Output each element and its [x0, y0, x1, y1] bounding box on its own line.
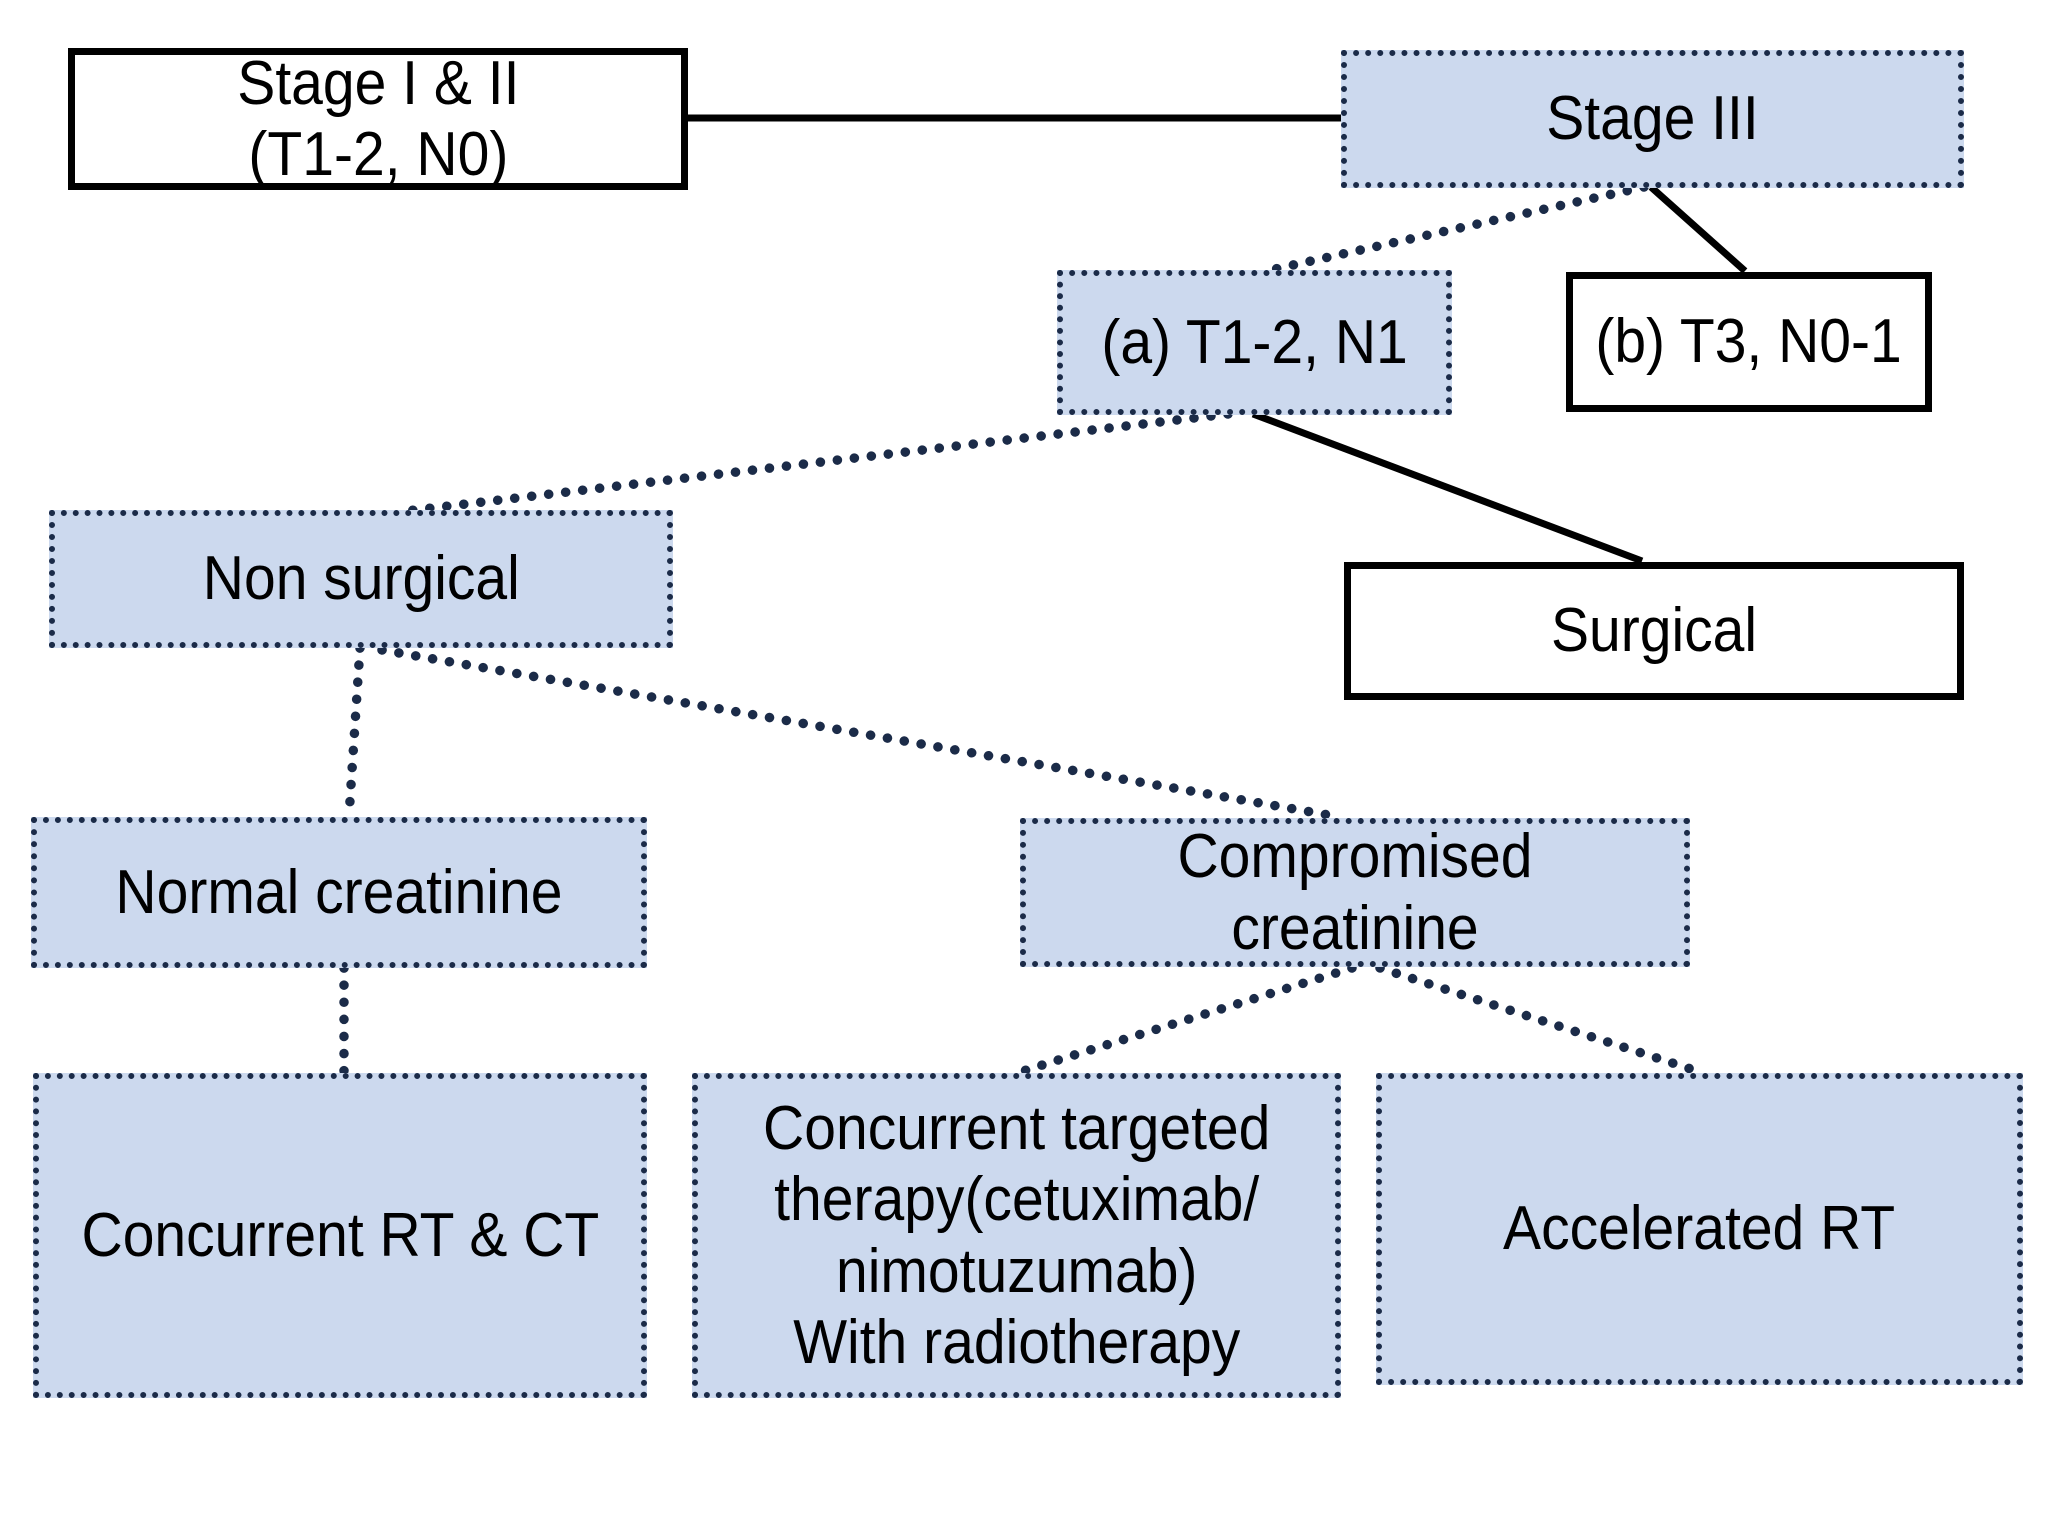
node-label: Surgical — [1550, 596, 1758, 666]
node-label: Compromised creatinine — [1177, 822, 1533, 963]
edge-stage3-to-b-t3-n01 — [1648, 184, 1748, 274]
edge-compromised-to-accelerated-rt — [1375, 963, 1705, 1077]
node-a-t1-2-n1: (a) T1-2, N1 — [1057, 270, 1452, 415]
node-surgical: Surgical — [1344, 562, 1964, 700]
node-label: Concurrent RT & CT — [81, 1200, 599, 1270]
node-label: Stage III — [1546, 84, 1759, 154]
edge-a-to-non-surgical — [393, 409, 1233, 517]
node-label: Stage I & II (T1-2, N0) — [236, 48, 520, 189]
node-concurrent-rt-ct: Concurrent RT & CT — [33, 1073, 647, 1398]
edge-non-surgical-to-normal — [344, 643, 365, 821]
node-label: (b) T3, N0-1 — [1595, 307, 1903, 377]
node-b-t3-n0-1: (b) T3, N0-1 — [1566, 272, 1932, 412]
edge-a-to-surgical — [1251, 410, 1644, 565]
node-label: Normal creatinine — [115, 857, 563, 927]
node-label: Non surgical — [202, 544, 520, 614]
edge-compromised-to-targeted-therapy — [1015, 963, 1357, 1077]
node-label: (a) T1-2, N1 — [1101, 307, 1408, 377]
node-normal-creatinine: Normal creatinine — [31, 817, 647, 968]
edge-non-surgical-to-compromised — [377, 645, 1345, 822]
node-non-surgical: Non surgical — [49, 510, 673, 648]
node-label: Concurrent targeted therapy(cetuximab/ n… — [762, 1093, 1271, 1377]
node-stage-iii: Stage III — [1341, 50, 1964, 188]
node-stage-i-ii: Stage I & II (T1-2, N0) — [68, 48, 688, 190]
node-label: Accelerated RT — [1503, 1194, 1896, 1264]
edge-stage3-to-a-t12-n1 — [1261, 182, 1649, 276]
node-concurrent-targeted-therapy: Concurrent targeted therapy(cetuximab/ n… — [692, 1073, 1341, 1398]
node-accelerated-rt: Accelerated RT — [1376, 1073, 2023, 1385]
node-compromised-creatinine: Compromised creatinine — [1020, 818, 1690, 967]
